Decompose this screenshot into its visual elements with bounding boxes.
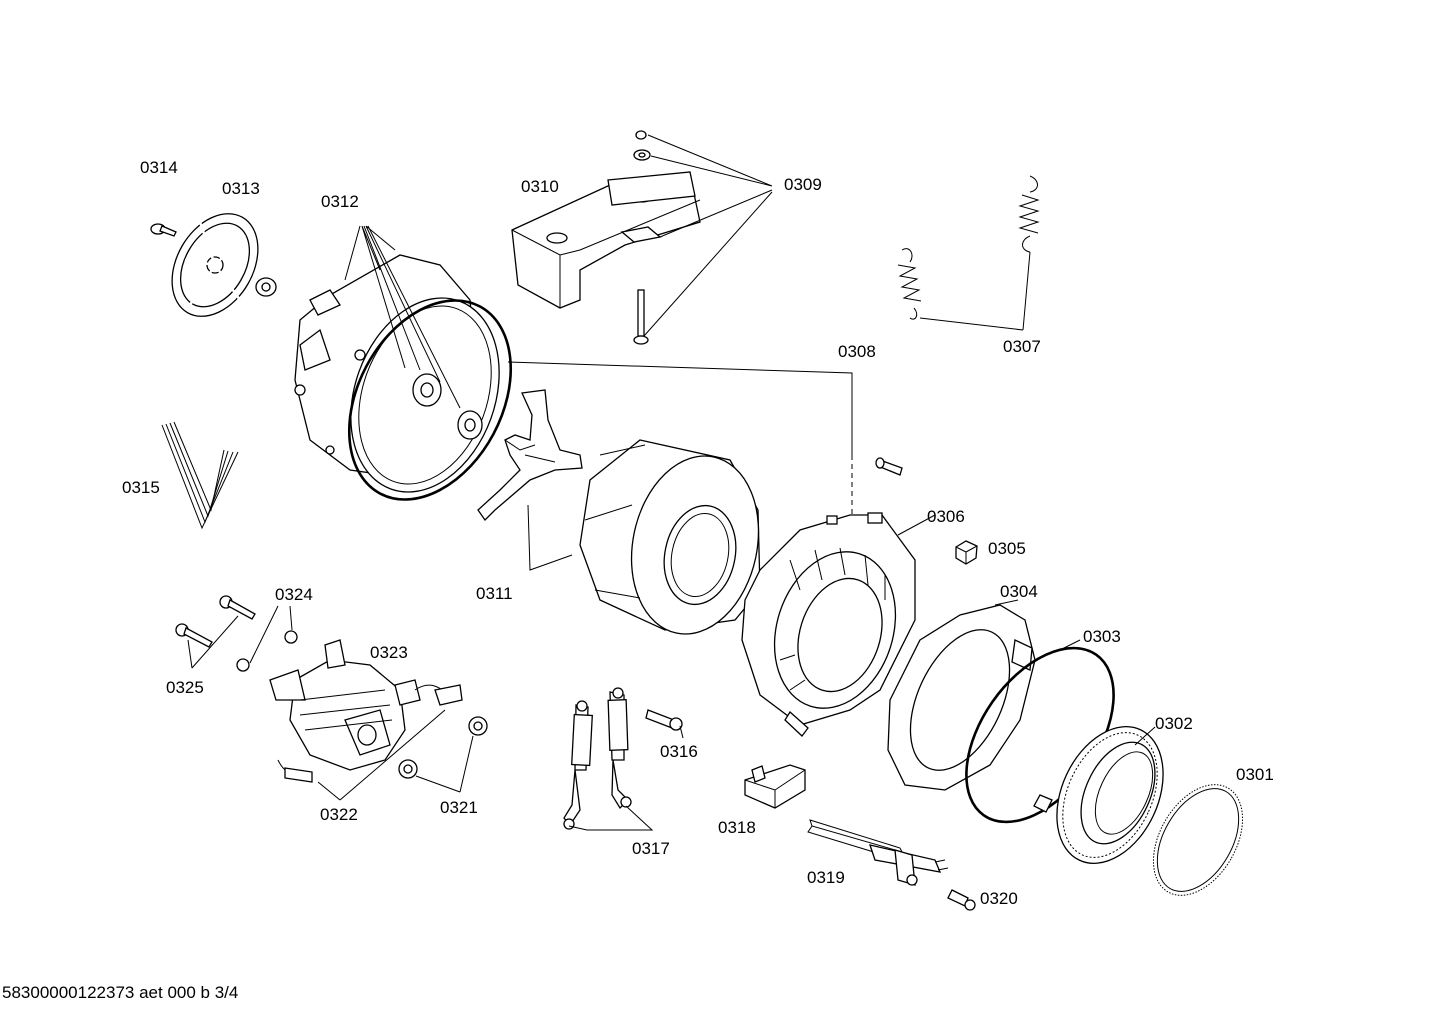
label-0319: 0319 <box>807 868 845 887</box>
part-0313-pulley <box>171 213 259 317</box>
part-0312-gasket <box>347 299 513 501</box>
part-0307-springs <box>897 175 1040 320</box>
label-0316: 0316 <box>660 742 698 761</box>
part-0325-screw <box>175 623 213 648</box>
part-0320-sensor <box>947 889 976 911</box>
label-0314: 0314 <box>140 158 178 177</box>
part-0310-counterweight <box>511 171 701 309</box>
part-0306-front-tub <box>741 512 916 737</box>
part-0317-shock-absorbers <box>563 687 632 830</box>
label-0322: 0322 <box>320 805 358 824</box>
label-0317: 0317 <box>632 839 670 858</box>
label-0309: 0309 <box>784 175 822 194</box>
label-0302: 0302 <box>1155 714 1193 733</box>
part-0309-hardware <box>620 130 662 345</box>
part-0315-belt <box>161 421 239 530</box>
label-0312: 0312 <box>321 192 359 211</box>
part-0314-screw <box>150 223 177 237</box>
part-0308-screw <box>875 457 903 476</box>
label-0311: 0311 <box>476 584 513 603</box>
label-0321: 0321 <box>440 798 478 817</box>
label-0308: 0308 <box>838 342 876 361</box>
label-0315: 0315 <box>122 478 160 497</box>
part-0304-front-ring <box>887 604 1036 791</box>
part-0316-screw <box>645 709 683 731</box>
part-0311-drum <box>579 439 761 635</box>
part-0301-clamp-ring <box>1152 784 1244 896</box>
part-0324-grommet <box>236 630 298 672</box>
label-0323: 0323 <box>370 643 408 662</box>
part-0323-connector <box>284 767 313 783</box>
label-0306: 0306 <box>927 507 965 526</box>
label-0325: 0325 <box>166 678 204 697</box>
label-0320: 0320 <box>980 889 1018 908</box>
part-0305-nut <box>955 540 978 565</box>
part-0321-bushings <box>398 716 488 779</box>
part-0318-bracket <box>744 764 806 809</box>
part-0324-screw <box>219 595 256 620</box>
label-0313: 0313 <box>222 179 260 198</box>
label-0304: 0304 <box>1000 582 1038 601</box>
part-0312-bushing <box>255 277 277 297</box>
part-0319-heater <box>807 819 949 886</box>
label-0307: 0307 <box>1003 337 1041 356</box>
leader-0308 <box>507 361 853 455</box>
part-0302-door-seal <box>1056 726 1164 864</box>
part-0311-spider <box>477 389 583 522</box>
label-0318: 0318 <box>718 818 756 837</box>
part-0312-rear-tub <box>294 254 500 493</box>
label-0303: 0303 <box>1083 627 1121 646</box>
label-0301: 0301 <box>1236 765 1274 784</box>
label-0310: 0310 <box>521 177 559 196</box>
part-0323-motor <box>269 639 463 771</box>
document-footer-id: 58300000122373 aet 000 b 3/4 <box>2 983 239 1002</box>
label-0305: 0305 <box>988 539 1026 558</box>
label-0324: 0324 <box>275 585 313 604</box>
